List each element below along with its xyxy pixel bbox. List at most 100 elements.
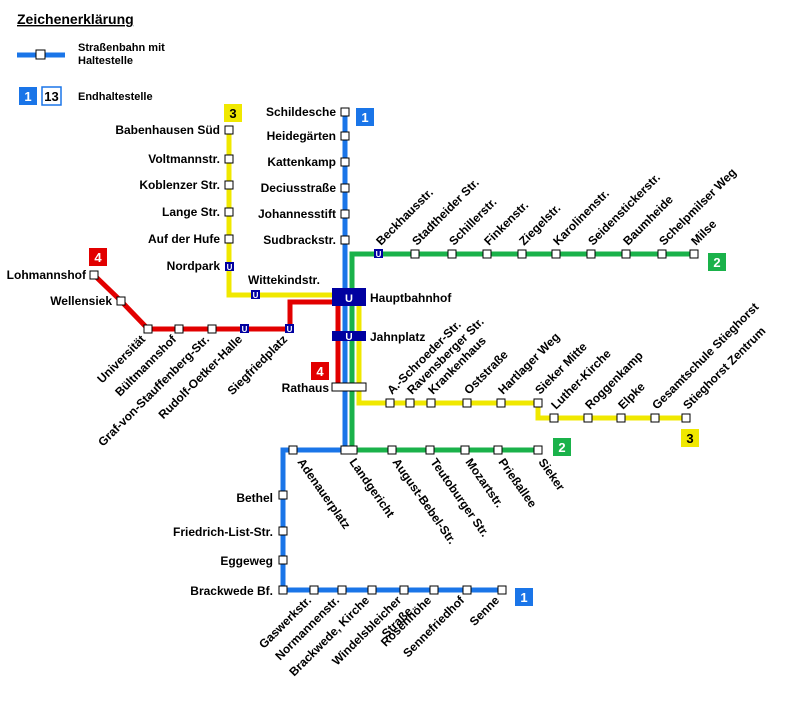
line-badges: 1 1 2 2 3 3 4 4	[89, 104, 726, 606]
stops	[89, 107, 699, 595]
stop-schelpmilser-weg[interactable]	[657, 249, 667, 259]
stop-mozartstr[interactable]	[460, 445, 470, 455]
stop-brackwede-kirche[interactable]	[367, 585, 377, 595]
stop-bethel[interactable]	[278, 490, 288, 500]
legend-tram-label-1: Straßenbahn mit	[78, 42, 165, 54]
badge-line-2-east	[708, 253, 726, 271]
stop-lohmannshof[interactable]	[89, 270, 99, 280]
legend-badge-filled	[19, 87, 37, 105]
stop-roggenkamp[interactable]	[583, 413, 593, 423]
siegfriedplatz-ubahn-icon: U	[287, 325, 293, 334]
wittekindstr-ubahn-icon: U	[253, 291, 259, 300]
stop-rudolf-oetker-halle[interactable]	[240, 324, 249, 333]
stop-babenhausen-sued[interactable]	[224, 125, 234, 135]
stop-milse[interactable]	[689, 249, 699, 259]
stop-johannesstift[interactable]	[340, 209, 350, 219]
svg-text:4: 4	[94, 250, 102, 265]
stop-stadtheider-str[interactable]	[410, 249, 420, 259]
label-rathaus: Rathaus	[282, 381, 330, 395]
stop-ravensberger-str[interactable]	[405, 398, 415, 408]
stop-friedrich-list-str[interactable]	[278, 526, 288, 536]
badge-line-3-southeast	[681, 429, 699, 447]
stop-beckhausstr[interactable]	[374, 249, 383, 258]
stop-graf-von-stauffenberg[interactable]	[207, 324, 217, 334]
rathaus-station[interactable]	[331, 382, 367, 392]
stop-schildesche[interactable]	[340, 107, 350, 117]
jahnplatz-ubahn-icon: U	[345, 332, 352, 343]
label-stadtheider-str: Stadtheider Str.	[409, 176, 482, 249]
labels-up-right: Beckhausstr. Stadtheider Str. Schillerst…	[373, 165, 768, 412]
stop-voltmannstr[interactable]	[224, 154, 234, 164]
legend-stop-icon	[35, 49, 46, 60]
badge-line-3-north	[224, 104, 242, 122]
stop-stieghorst-zentrum[interactable]	[681, 413, 691, 423]
stop-sieker-mitte[interactable]	[533, 398, 543, 408]
stop-gaswerkstr[interactable]	[309, 585, 319, 595]
stop-krankenhaus[interactable]	[426, 398, 436, 408]
badge-line-1-north	[356, 108, 374, 126]
labels-down-right: Adenauerplatz Landgericht August-Bebel-S…	[295, 456, 568, 547]
stop-august-bebel-str[interactable]	[387, 445, 397, 455]
svg-text:3: 3	[686, 431, 693, 446]
stop-sieker[interactable]	[533, 445, 543, 455]
stop-koblenzer-str[interactable]	[224, 180, 234, 190]
stop-siegfriedplatz[interactable]	[285, 324, 294, 333]
stop-adenauerplatz[interactable]	[288, 445, 298, 455]
stop-bueltmannshof[interactable]	[174, 324, 184, 334]
label-elpke: Elpke	[615, 379, 648, 412]
label-kattenkamp: Kattenkamp	[267, 155, 336, 169]
stop-rosenhoehe[interactable]	[429, 585, 439, 595]
stop-oststrasse[interactable]	[462, 398, 472, 408]
label-hauptbahnhof: Hauptbahnhof	[370, 291, 452, 305]
stop-finkenstr[interactable]	[482, 249, 492, 259]
stop-hartlager-weg[interactable]	[496, 398, 506, 408]
stop-priessallee[interactable]	[493, 445, 503, 455]
stop-schillerstr[interactable]	[447, 249, 457, 259]
label-lohmannshof: Lohmannshof	[7, 268, 87, 282]
landgericht-station[interactable]	[340, 445, 358, 455]
stop-gesamtschule-stieghorst[interactable]	[650, 413, 660, 423]
stop-deciusstrasse[interactable]	[340, 183, 350, 193]
stop-sudbrackstr[interactable]	[340, 235, 350, 245]
stop-seidenstickerstr[interactable]	[586, 249, 596, 259]
label-koblenzer-str: Koblenzer Str.	[139, 178, 220, 192]
legend-tram-label-2: Haltestelle	[78, 55, 133, 67]
stop-wittekindstr[interactable]	[251, 290, 260, 299]
stop-luther-kirche[interactable]	[549, 413, 559, 423]
label-senne: Senne	[467, 593, 503, 629]
label-babenhausen-sued: Babenhausen Süd	[115, 123, 220, 137]
stop-eggeweg[interactable]	[278, 555, 288, 565]
stop-kattenkamp[interactable]	[340, 157, 350, 167]
stop-senne[interactable]	[497, 585, 507, 595]
stop-sennefriedhof[interactable]	[462, 585, 472, 595]
stop-nordpark[interactable]	[225, 262, 234, 271]
stop-heidegaerten[interactable]	[340, 131, 350, 141]
stop-baumheide[interactable]	[621, 249, 631, 259]
stop-karolinenstr[interactable]	[551, 249, 561, 259]
stop-auf-der-hufe[interactable]	[224, 234, 234, 244]
stop-elpke[interactable]	[616, 413, 626, 423]
hauptbahnhof-station[interactable]	[332, 288, 366, 306]
stop-wellensiek[interactable]	[116, 296, 126, 306]
stop-ziegelstr[interactable]	[517, 249, 527, 259]
stop-normannenstr[interactable]	[337, 585, 347, 595]
badge-line-4-west	[89, 248, 107, 266]
line-1-blue	[280, 112, 502, 593]
stop-brackwede-bf[interactable]	[278, 585, 288, 595]
badge-line-1-south	[515, 588, 533, 606]
label-auf-der-hufe: Auf der Hufe	[148, 232, 220, 246]
jahnplatz-station[interactable]	[332, 331, 366, 341]
stop-lange-str[interactable]	[224, 207, 234, 217]
label-eggeweg: Eggeweg	[220, 554, 273, 568]
stop-a-schroeder-str[interactable]	[385, 398, 395, 408]
label-schildesche: Schildesche	[266, 105, 336, 119]
label-bethel: Bethel	[236, 491, 273, 505]
stop-windelsbleicher-strasse[interactable]	[399, 585, 409, 595]
legend-badge-outlined	[41, 86, 62, 106]
legend: Zeichenerklärung Straßenbahn mit Haltest…	[17, 11, 165, 106]
svg-text:4: 4	[316, 364, 324, 379]
stop-teutoburger-str[interactable]	[425, 445, 435, 455]
stop-universitaet[interactable]	[143, 324, 153, 334]
